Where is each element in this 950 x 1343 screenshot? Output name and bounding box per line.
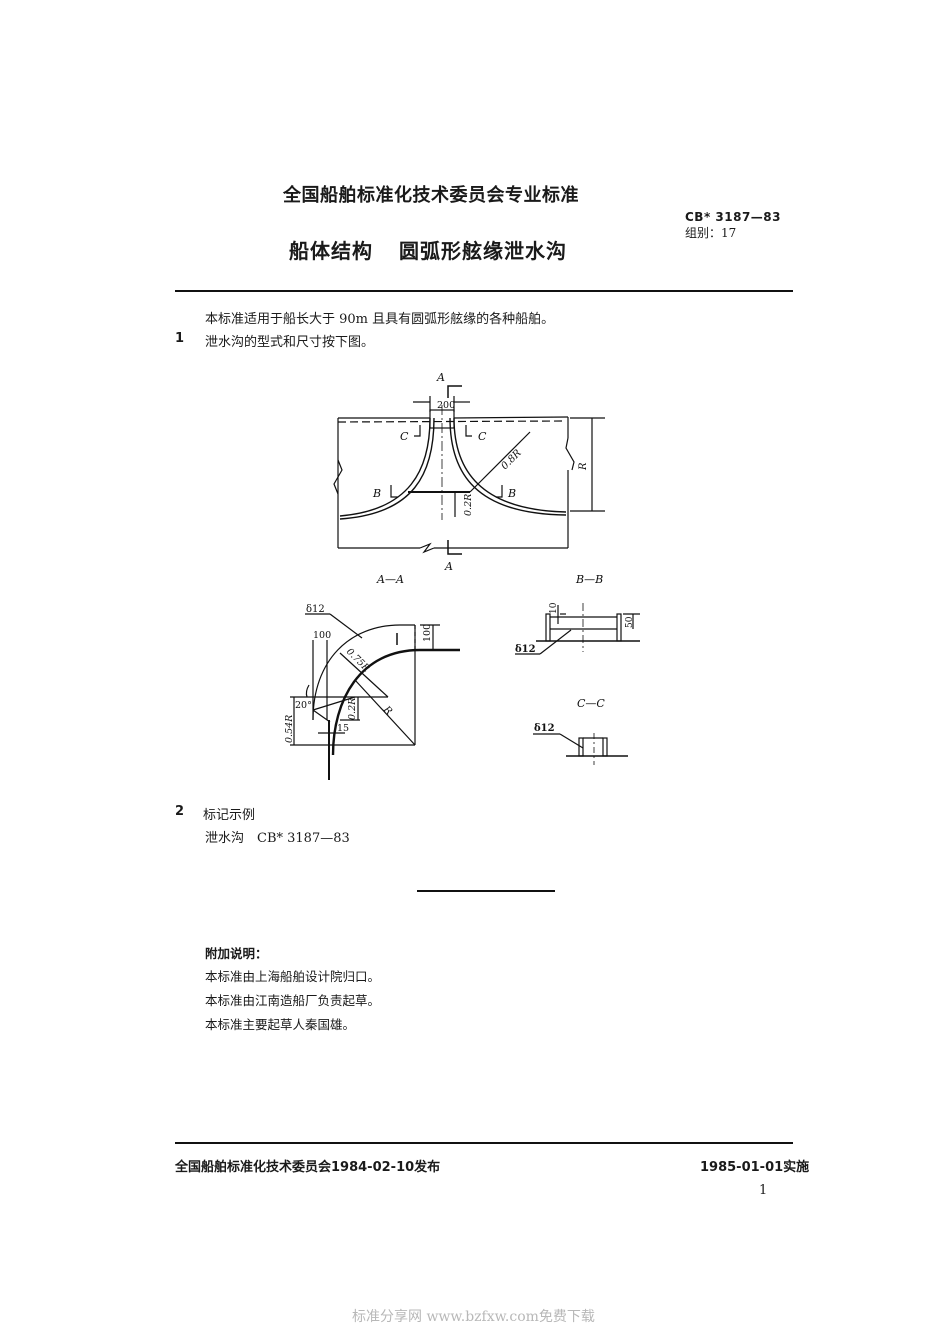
section-marker-a-top: A <box>436 371 445 384</box>
note-line: 本标准由上海船舶设计院归口。 <box>205 969 381 984</box>
effective-line: 1985-01-01实施 <box>700 1160 810 1175</box>
label-b-right: B <box>507 487 516 500</box>
standard-code: CB* 3187—83 <box>685 210 782 224</box>
label-0-8r: 0.8R <box>499 447 524 472</box>
notes-title: 附加说明： <box>205 946 268 961</box>
title-part-2: 圆弧形舷缘泄水沟 <box>399 239 567 263</box>
bb-plate-thickness: δ12 <box>515 644 536 655</box>
aa-plate-thickness: δ12 <box>306 604 325 615</box>
issued-line: 全国船舶标准化技术委员会1984-02-10发布 <box>175 1160 441 1175</box>
watermark: 标准分享网 www.bzfxw.com免费下载 <box>352 1309 595 1325</box>
section-2-text: 标记示例 <box>203 808 256 823</box>
section-cc-title: C—C <box>577 697 605 710</box>
title-part-1: 船体结构 <box>289 239 373 263</box>
marking-example: 泄水沟 CB* 3187—83 <box>205 831 350 846</box>
document-title: 船体结构 圆弧形舷缘泄水沟 <box>289 235 567 264</box>
note-line: 本标准由江南造船厂负责起草。 <box>205 993 381 1008</box>
footer-rule <box>175 1142 793 1144</box>
drainage-channel-drawing: A 200 C C B B 0.8R 0.2R R A A—A δ12 100 … <box>284 371 640 780</box>
section-1-text: 泄水沟的型式和尺寸按下图。 <box>205 335 375 350</box>
aa-dim-15: 15 <box>337 723 349 734</box>
aa-dim-054: 0.54R <box>284 715 295 743</box>
aa-angle: 20° <box>295 700 312 711</box>
section-marker-a-bottom: A <box>444 560 453 573</box>
section-bb-title: B—B <box>575 573 603 586</box>
note-line: 本标准主要起草人秦国雄。 <box>205 1017 356 1032</box>
cc-plate-thickness: δ12 <box>534 723 555 734</box>
header-rule <box>175 290 793 292</box>
bb-dim-10: 10 <box>549 602 559 614</box>
label-b-left: B <box>372 487 381 500</box>
aa-radius-r: R <box>380 704 394 718</box>
label-c-right: C <box>478 430 487 443</box>
aa-dim-100-top: 100 <box>313 630 331 641</box>
scope-paragraph: 本标准适用于船长大于 90m 且具有圆弧形舷缘的各种船舶。 <box>205 312 555 327</box>
bb-dim-50: 50 <box>625 616 635 628</box>
aa-radius-02: 0.2R <box>347 698 358 720</box>
section-1-number: 1 <box>175 331 185 346</box>
end-rule <box>417 890 555 892</box>
page-number: 1 <box>759 1183 768 1198</box>
section-2-number: 2 <box>175 804 185 819</box>
label-r: R <box>578 462 589 471</box>
label-c-left: C <box>400 430 409 443</box>
org-title: 全国船舶标准化技术委员会专业标准 <box>283 185 579 206</box>
aa-dim-100-side: 100 <box>422 624 433 642</box>
section-aa-title: A—A <box>376 573 404 586</box>
label-0-2r: 0.2R <box>463 494 474 516</box>
group-label: 组别：17 <box>685 226 737 240</box>
dim-200: 200 <box>437 400 455 411</box>
